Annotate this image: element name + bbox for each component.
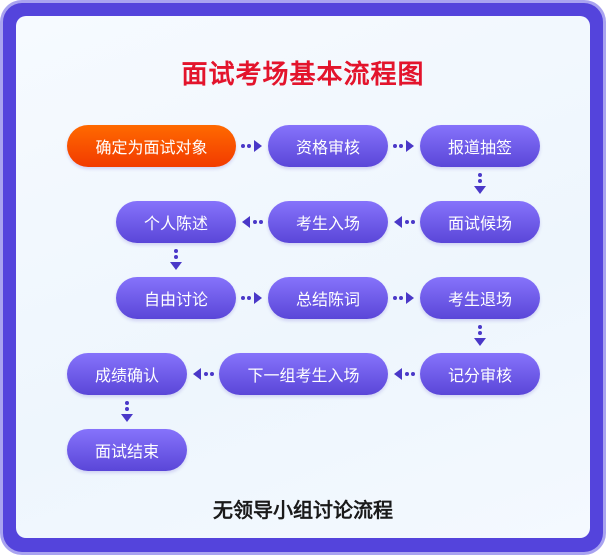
arrow-right-icon <box>393 292 414 304</box>
step-node: 总结陈词 <box>268 277 388 319</box>
arrow-left-icon <box>242 216 263 228</box>
step-node: 自由讨论 <box>116 277 236 319</box>
arrow-down-icon <box>474 325 486 346</box>
step-node: 考生入场 <box>268 201 388 243</box>
arrow-left-icon <box>193 368 214 380</box>
step-node: 资格审核 <box>268 125 388 167</box>
step-node: 确定为面试对象 <box>67 125 236 167</box>
arrow-right-icon <box>241 292 262 304</box>
arrow-left-icon <box>394 216 415 228</box>
step-node: 考生退场 <box>420 277 540 319</box>
step-node: 面试结束 <box>67 429 187 471</box>
arrow-left-icon <box>394 368 415 380</box>
arrow-down-icon <box>474 173 486 194</box>
step-node: 报道抽签 <box>420 125 540 167</box>
arrow-down-icon <box>121 401 133 422</box>
diagram-title: 面试考场基本流程图 <box>181 60 425 90</box>
step-node: 记分审核 <box>420 353 540 395</box>
step-node: 面试候场 <box>420 201 540 243</box>
step-node: 成绩确认 <box>67 353 187 395</box>
step-node: 下一组考生入场 <box>219 353 388 395</box>
arrow-right-icon <box>241 140 262 152</box>
arrow-right-icon <box>393 140 414 152</box>
arrow-down-icon <box>170 249 182 270</box>
diagram-caption: 无领导小组讨论流程 <box>213 498 393 522</box>
step-node: 个人陈述 <box>116 201 236 243</box>
